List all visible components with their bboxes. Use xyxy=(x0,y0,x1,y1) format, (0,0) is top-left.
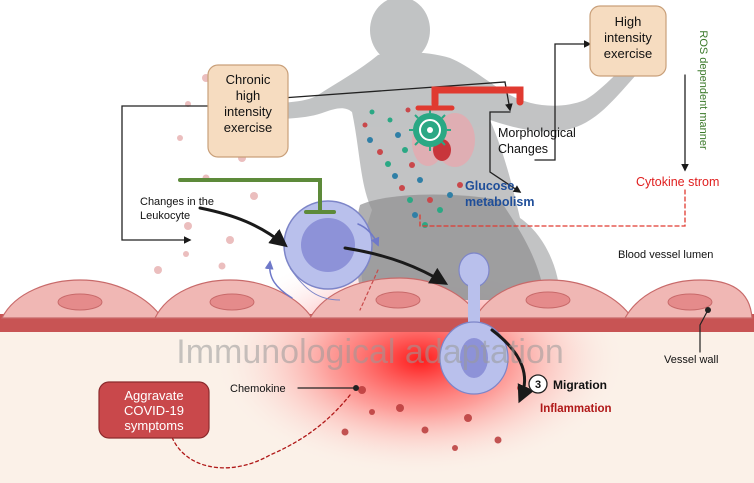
covid-line-1: Aggravate xyxy=(124,388,183,403)
high-exercise-line-2: intensity xyxy=(604,30,652,45)
chronic-exercise-line-1: Chronic xyxy=(226,72,271,87)
chemokine-pointer-dot xyxy=(353,385,359,391)
leukocyte-line-1: Changes in the xyxy=(140,196,214,208)
runner-silhouette xyxy=(231,0,652,300)
blood-vessel-lumen-label: Blood vessel lumen xyxy=(618,249,713,261)
cytokine-label: Cytokine strom xyxy=(636,175,719,189)
glucose-line-1: Glucose xyxy=(465,179,514,193)
high-exercise-box xyxy=(589,5,667,77)
chronic-exercise-box xyxy=(207,64,289,158)
chronic-exercise-line-3: intensity xyxy=(224,104,272,119)
migration-step-number: 3 xyxy=(535,379,541,391)
connectors xyxy=(121,40,709,469)
covid-box xyxy=(98,381,210,439)
leukocyte-cell xyxy=(283,200,373,301)
high-exercise-line-3: exercise xyxy=(604,46,652,61)
torso-shading xyxy=(355,194,545,300)
migration-step-badge xyxy=(528,374,548,394)
vessel-wall-pointer-dot xyxy=(705,307,711,313)
migrating-leukocyte xyxy=(439,252,509,395)
immunological-adaptation-watermark: Immunological adaptation xyxy=(176,333,563,371)
endothelial-cells xyxy=(1,277,753,319)
chronic-exercise-line-4: exercise xyxy=(224,120,272,135)
glucose-line-2: metabolism xyxy=(465,195,534,209)
morphological-line-1: Morphological xyxy=(498,126,576,140)
vessel-wall-label: Vessel wall xyxy=(664,354,718,366)
metabolism-particles xyxy=(362,107,463,228)
inflammation-label: Inflammation xyxy=(540,403,612,415)
virus-icon xyxy=(409,109,451,151)
covid-line-3: symptoms xyxy=(124,418,184,433)
migration-label: Migration xyxy=(553,378,607,392)
morphological-line-2: Changes xyxy=(498,142,548,156)
chemokine-label: Chemokine xyxy=(230,383,286,395)
ros-dependent-label: ROS dependent manner xyxy=(697,30,709,150)
leukocyte-line-2: Leukocyte xyxy=(140,210,190,222)
high-exercise-line-1: High xyxy=(615,14,642,29)
chronic-exercise-line-2: high xyxy=(236,88,261,103)
covid-line-2: COVID-19 xyxy=(124,403,184,418)
